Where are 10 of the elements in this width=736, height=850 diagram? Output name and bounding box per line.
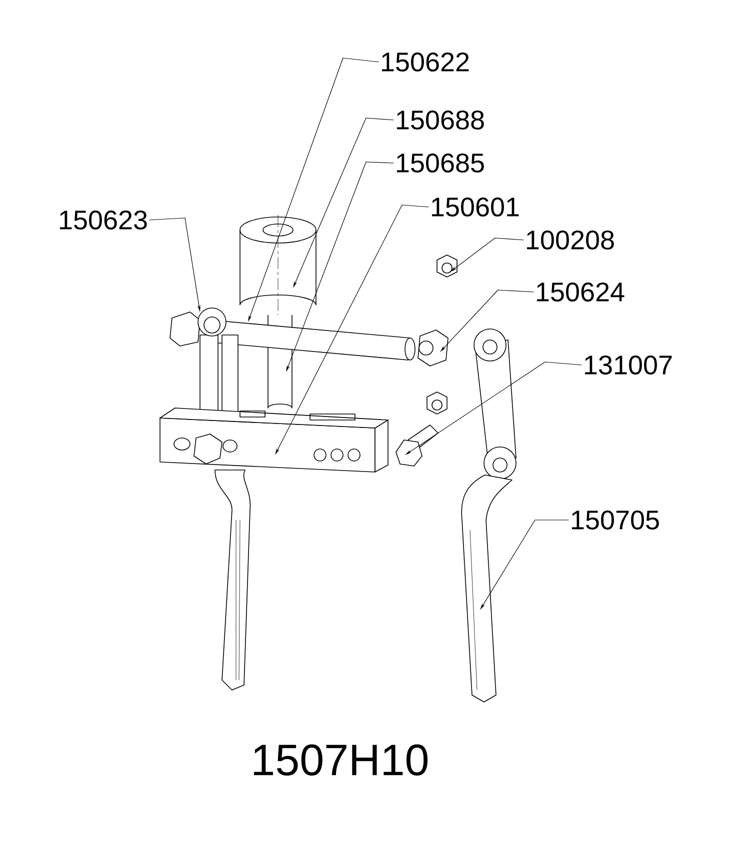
- callout-number: 150624: [537, 282, 624, 302]
- callout-number: 150688: [397, 110, 484, 130]
- callout-number: 131007: [585, 355, 672, 375]
- callout-number: 150601: [432, 197, 519, 217]
- caption: 1507H10: [254, 744, 428, 776]
- callout-number: 150622: [382, 52, 469, 72]
- callout-number: 150705: [572, 510, 659, 530]
- callout-number: 100208: [527, 230, 614, 250]
- callout-number: 150685: [397, 153, 484, 173]
- callout-number: 150623: [60, 210, 147, 230]
